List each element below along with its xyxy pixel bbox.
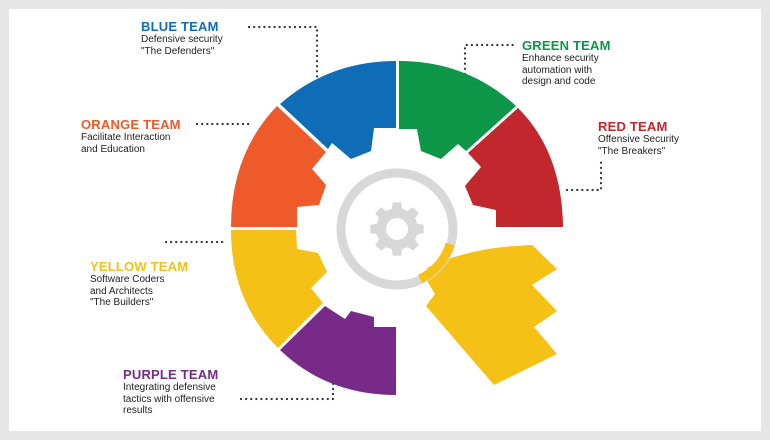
gear-hole <box>386 218 408 240</box>
team-description: Integrating defensive tactics with offen… <box>123 382 218 417</box>
segment-purple <box>280 306 396 395</box>
label-green-team: GREEN TEAM Enhance security automation w… <box>522 38 611 88</box>
segment-yellow-left <box>231 230 327 348</box>
segment-red <box>465 108 563 227</box>
segment-blue <box>280 61 396 159</box>
desc-line: design and code <box>522 76 596 87</box>
desc-line: "The Breakers" <box>598 145 666 157</box>
team-description: Defensive security "The Defenders" <box>141 34 223 57</box>
team-wheel-diagram <box>164 25 603 401</box>
label-yellow-team: YELLOW TEAM Software Coders and Architec… <box>90 259 188 309</box>
desc-line: and Architects <box>90 285 153 297</box>
desc-line: Software Coders <box>90 274 165 285</box>
desc-line: "The Defenders" <box>141 45 215 57</box>
label-blue-team: BLUE TEAM Defensive security "The Defend… <box>141 19 223 57</box>
desc-line: Enhance security <box>522 53 599 64</box>
team-description: Facilitate Interaction and Education <box>81 132 181 155</box>
connector-blue <box>247 25 319 81</box>
team-title: RED TEAM <box>598 119 668 134</box>
desc-line: automation with <box>522 64 593 76</box>
connector-red <box>565 157 603 192</box>
desc-line: Facilitate Interaction <box>81 132 171 143</box>
center-ring-accent <box>417 242 455 284</box>
desc-line: Integrating defensive <box>123 382 216 393</box>
wheel-segments <box>231 61 563 395</box>
team-description: Software Coders and Architects "The Buil… <box>90 274 188 309</box>
center-ring <box>336 168 458 290</box>
desc-line: "The Builders" <box>90 297 154 308</box>
team-title: PURPLE TEAM <box>123 367 219 382</box>
label-orange-team: ORANGE TEAM Facilitate Interaction and E… <box>81 117 181 155</box>
team-title: BLUE TEAM <box>141 19 219 34</box>
label-red-team: RED TEAM Offensive Security "The Breaker… <box>598 119 679 157</box>
desc-line: results <box>123 405 153 416</box>
desc-line: tactics with offensive <box>123 393 215 405</box>
segment-green <box>399 61 516 159</box>
segment-orange <box>231 106 326 227</box>
connector-green <box>463 43 517 81</box>
team-title: GREEN TEAM <box>522 38 611 53</box>
desc-line: and Education <box>81 143 145 155</box>
team-title: YELLOW TEAM <box>90 259 189 274</box>
team-description: Enhance security automation with design … <box>522 53 611 88</box>
center-hub <box>336 168 458 290</box>
segment-yellow-right <box>426 245 557 385</box>
diagram-card: BLUE TEAM Defensive security "The Defend… <box>9 9 761 431</box>
connector-purple <box>239 373 335 401</box>
team-description: Offensive Security "The Breakers" <box>598 134 679 157</box>
desc-line: Defensive security <box>141 34 223 45</box>
desc-line: Offensive Security <box>598 134 679 145</box>
label-purple-team: PURPLE TEAM Integrating defensive tactic… <box>123 367 218 417</box>
team-title: ORANGE TEAM <box>81 117 181 132</box>
